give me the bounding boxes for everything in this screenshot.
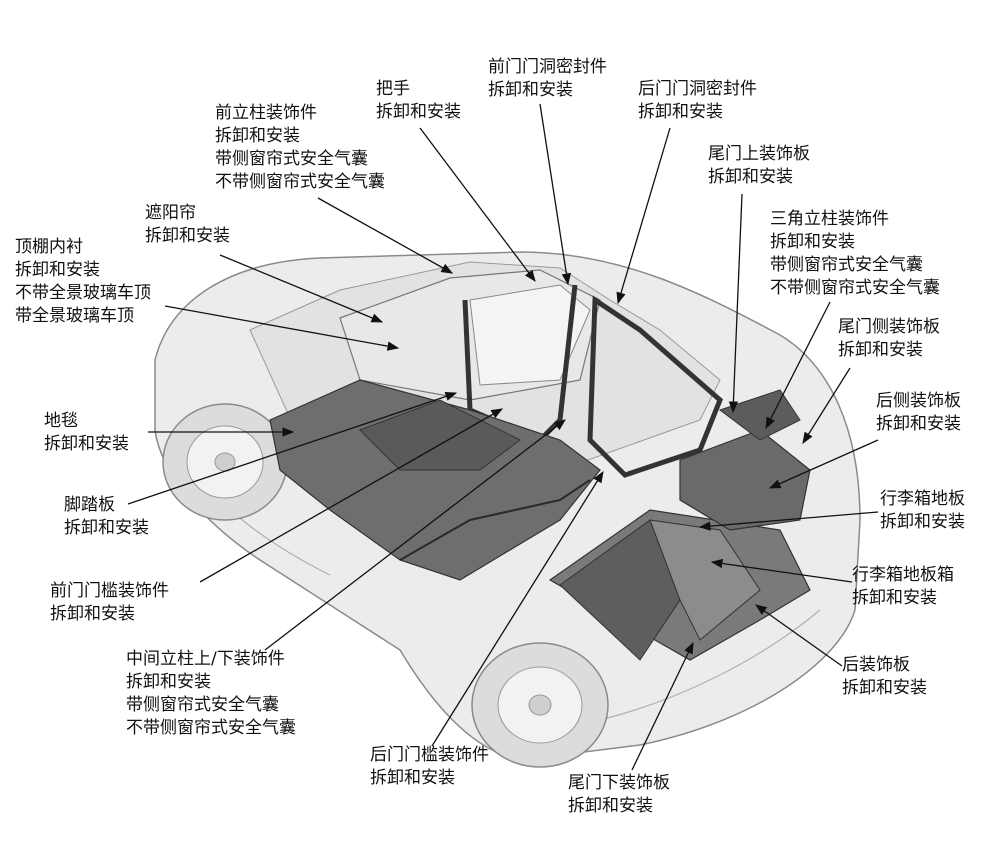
- callout-line: 后装饰板: [842, 655, 910, 675]
- callout-line: 遮阳帘: [145, 203, 196, 223]
- callout-front-door-seal: 前门门洞密封件 拆卸和安装: [488, 56, 607, 102]
- callout-rear-door-seal: 后门门洞密封件 拆卸和安装: [638, 78, 757, 124]
- leader-center-pillar: [264, 419, 566, 651]
- headliner-panel: [339, 269, 601, 401]
- callout-sunvisor: 遮阳帘 拆卸和安装: [145, 202, 230, 248]
- callout-line: 前门门槛装饰件: [50, 581, 169, 601]
- leader-rear-side-trim: [768, 439, 879, 489]
- callout-line: 拆卸和安装: [770, 232, 855, 252]
- callout-center-pillar: 中间立柱上/下装饰件 拆卸和安装 带侧窗帘式安全气囊 不带侧窗帘式安全气囊: [126, 648, 296, 740]
- callout-line: 后门门槛装饰件: [370, 745, 489, 765]
- callout-line: 三角立柱装饰件: [770, 209, 889, 229]
- cargo-area: [548, 389, 811, 661]
- callout-line: 尾门上装饰板: [708, 144, 810, 164]
- callout-line: 拆卸和安装: [638, 102, 723, 122]
- callout-line: 前立柱装饰件: [215, 103, 317, 123]
- front-wheel: [162, 403, 288, 521]
- callout-line: 中间立柱上/下装饰件: [126, 649, 285, 669]
- callout-line: 拆卸和安装: [842, 678, 927, 698]
- callout-line: 拆卸和安装: [708, 167, 793, 187]
- callout-tailgate-upper: 尾门上装饰板 拆卸和安装: [708, 143, 810, 189]
- callout-line: 拆卸和安装: [50, 604, 135, 624]
- callout-line: 拆卸和安装: [876, 414, 961, 434]
- callout-tailgate-side: 尾门侧装饰板 拆卸和安装: [838, 316, 940, 362]
- callout-line: 尾门侧装饰板: [838, 317, 940, 337]
- callout-rear-trim: 后装饰板 拆卸和安装: [842, 654, 927, 700]
- callout-line: 拆卸和安装: [145, 226, 230, 246]
- callout-line: 顶棚内衬: [15, 237, 83, 257]
- callout-line: 拆卸和安装: [376, 102, 461, 122]
- leader-front-sill: [199, 408, 504, 583]
- callout-line: 后侧装饰板: [876, 391, 961, 411]
- callout-line: 拆卸和安装: [64, 518, 149, 538]
- callout-rear-side-trim: 后侧装饰板 拆卸和安装: [876, 390, 961, 436]
- leader-headliner: [164, 305, 400, 351]
- leader-sunvisor: [219, 254, 384, 323]
- rear-wheel: [471, 642, 609, 768]
- callout-line: 地毯: [44, 411, 78, 431]
- callout-line: 带侧窗帘式安全气囊: [215, 149, 368, 169]
- leader-tailgate-side: [802, 367, 851, 444]
- callout-line: 带侧窗帘式安全气囊: [770, 255, 923, 275]
- leader-tailgate-lower: [631, 641, 694, 771]
- leader-quarter-pillar: [765, 301, 831, 430]
- callout-line: 拆卸和安装: [15, 260, 100, 280]
- callout-line: 后门门洞密封件: [638, 79, 757, 99]
- callout-carpet: 地毯 拆卸和安装: [44, 410, 129, 456]
- leader-front-pillar: [317, 197, 454, 274]
- leader-footrest: [127, 391, 458, 505]
- leader-rear-door-seal: [616, 127, 671, 305]
- callout-headliner: 顶棚内衬 拆卸和安装 不带全景玻璃车顶 带全景玻璃车顶: [15, 236, 151, 328]
- callout-line: 带全景玻璃车顶: [15, 306, 134, 326]
- callout-line: 带侧窗帘式安全气囊: [126, 695, 279, 715]
- callout-cargo-floor: 行李箱地板 拆卸和安装: [880, 488, 965, 534]
- leader-lines: [127, 103, 879, 771]
- callout-rear-sill: 后门门槛装饰件 拆卸和安装: [370, 744, 489, 790]
- callout-line: 行李箱地板: [880, 489, 965, 509]
- callout-line: 拆卸和安装: [488, 80, 573, 100]
- callout-line: 脚踏板: [64, 495, 115, 515]
- callout-cargo-floor-box: 行李箱地板箱 拆卸和安装: [852, 564, 954, 610]
- leader-grab-handle: [419, 127, 536, 282]
- callout-front-sill: 前门门槛装饰件 拆卸和安装: [50, 580, 169, 626]
- callout-grab-handle: 把手 拆卸和安装: [376, 78, 461, 124]
- callout-line: 不带侧窗帘式安全气囊: [215, 172, 385, 192]
- callout-line: 拆卸和安装: [568, 796, 653, 816]
- leader-rear-trim: [755, 604, 843, 667]
- callout-front-pillar: 前立柱装饰件 拆卸和安装 带侧窗帘式安全气囊 不带侧窗帘式安全气囊: [215, 102, 385, 194]
- callout-line: 前门门洞密封件: [488, 57, 607, 77]
- callout-line: 拆卸和安装: [852, 588, 937, 608]
- leader-rear-sill: [431, 471, 604, 747]
- leader-tailgate-upper: [728, 193, 743, 414]
- callout-line: 尾门下装饰板: [568, 773, 670, 793]
- callout-line: 不带侧窗帘式安全气囊: [126, 718, 296, 738]
- leader-cargo-floor: [698, 511, 879, 531]
- callout-quarter-pillar: 三角立柱装饰件 拆卸和安装 带侧窗帘式安全气囊 不带侧窗帘式安全气囊: [770, 208, 940, 300]
- callout-line: 拆卸和安装: [215, 126, 300, 146]
- callout-line: 把手: [376, 79, 410, 99]
- callout-footrest: 脚踏板 拆卸和安装: [64, 494, 149, 540]
- callout-line: 拆卸和安装: [838, 340, 923, 360]
- floor-carpet: [269, 379, 601, 581]
- callout-tailgate-lower: 尾门下装饰板 拆卸和安装: [568, 772, 670, 818]
- leader-front-door-seal: [539, 103, 572, 286]
- leader-cargo-floor-box: [710, 558, 853, 583]
- callout-line: 不带全景玻璃车顶: [15, 283, 151, 303]
- callout-line: 拆卸和安装: [44, 434, 129, 454]
- callout-line: 拆卸和安装: [126, 672, 211, 692]
- callout-line: 行李箱地板箱: [852, 565, 954, 585]
- callout-line: 拆卸和安装: [370, 768, 455, 788]
- callout-line: 拆卸和安装: [880, 512, 965, 532]
- callout-line: 不带侧窗帘式安全气囊: [770, 278, 940, 298]
